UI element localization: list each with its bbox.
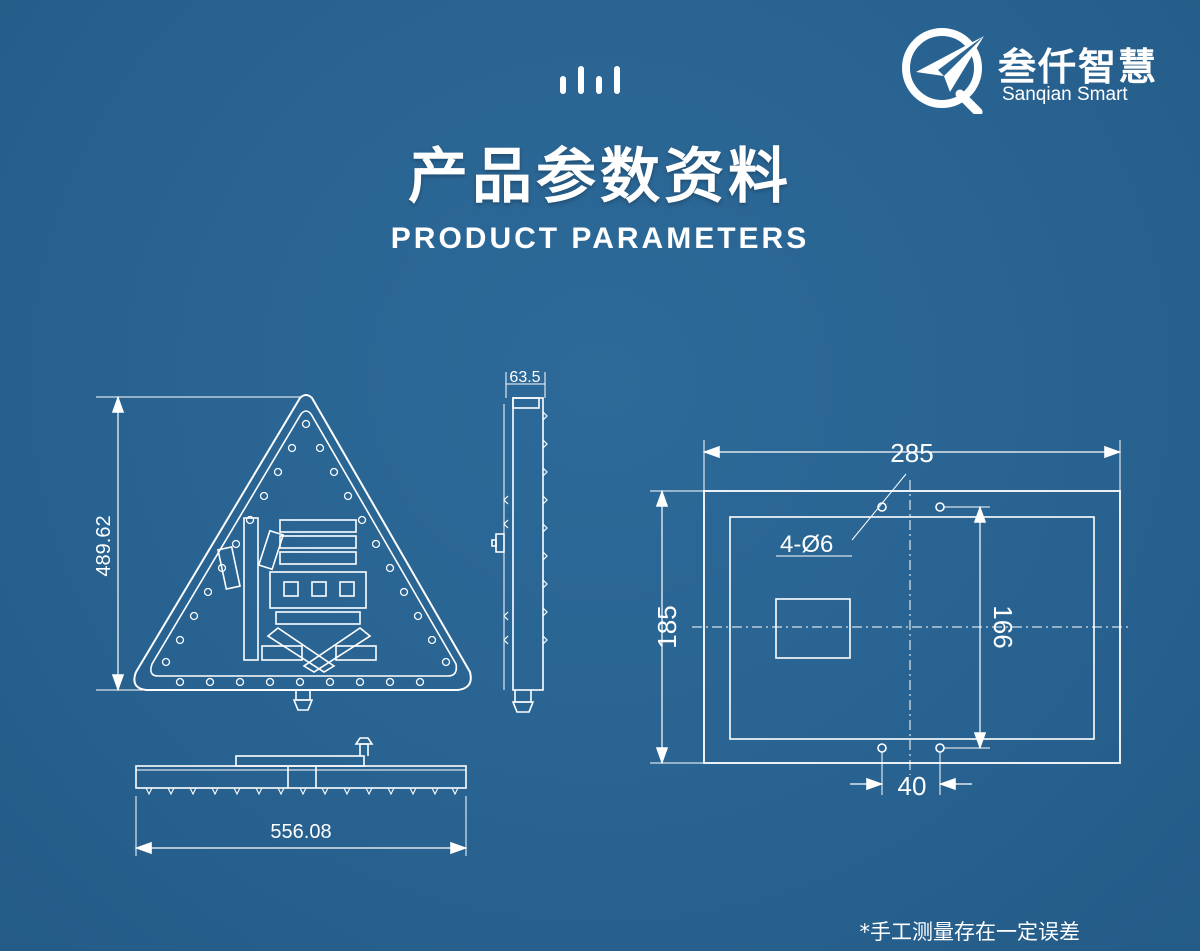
measurement-note: *手工测量存在一定误差 xyxy=(859,920,1081,944)
slow-glyph xyxy=(217,517,377,673)
bracket-height-label: 185 xyxy=(652,605,682,648)
bottom-view xyxy=(134,737,468,856)
hole-spec-label: 4-Ø6 xyxy=(780,531,833,558)
led-dots xyxy=(161,419,451,687)
front-view xyxy=(96,394,472,711)
bracket-width-label: 285 xyxy=(890,438,933,468)
bottom-width-label: 556.08 xyxy=(270,821,331,843)
hole-spacing-horizontal-label: 40 xyxy=(898,771,927,801)
brand-name-cn: 叁仟智慧 xyxy=(998,45,1159,89)
bracket-view xyxy=(650,440,1132,795)
side-view xyxy=(491,372,548,713)
hole-spacing-vertical-label: 166 xyxy=(988,605,1018,648)
page-subtitle: PRODUCT PARAMETERS xyxy=(390,222,810,255)
bar-chart-icon xyxy=(560,66,620,94)
front-height-label: 489.62 xyxy=(93,515,115,576)
brand-logo: 叁仟智慧 Sanqian Smart xyxy=(898,22,1188,114)
brand-name-en: Sanqian Smart xyxy=(1002,84,1128,105)
page-title: 产品参数资料 xyxy=(408,142,792,212)
side-depth-label: 63.5 xyxy=(509,369,540,386)
paper-plane-q-logo-icon xyxy=(902,28,984,114)
